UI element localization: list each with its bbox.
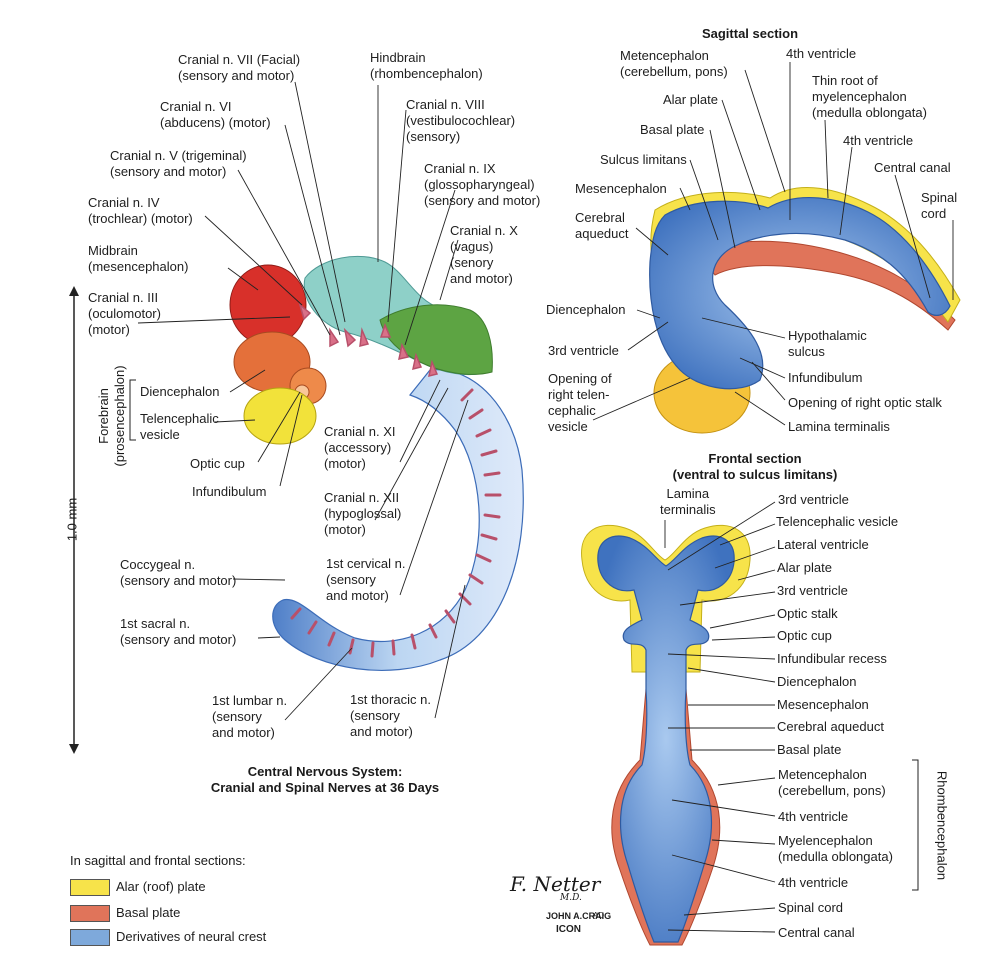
signature-ad: AD	[593, 911, 605, 920]
legend-swatch-basal	[70, 905, 110, 922]
sagittal-section-drawing	[649, 186, 961, 434]
label-fr-cerebral-aqueduct: Cerebral aqueduct	[777, 719, 884, 734]
label-fr-lateral-ventricle: Lateral ventricle	[777, 537, 869, 552]
label-fr-3rd-ventricle-b: 3rd ventricle	[777, 583, 848, 598]
label-fr-4th-ventricle-b: 4th ventricle	[778, 875, 849, 890]
leader-lines-sagittal	[592, 62, 954, 426]
label-sag-metencephalon: Metencephalon (cerebellum, pons)	[620, 48, 728, 79]
main-title: Central Nervous System: Cranial and Spin…	[210, 764, 440, 795]
label-forebrain: Forebrain (prosencephalon)	[96, 365, 127, 467]
rhombencephalon-bracket	[912, 759, 919, 891]
label-sag-thin-root: Thin root of myelencephalon (medulla obl…	[812, 73, 927, 120]
label-diencephalon: Diencephalon	[140, 384, 220, 399]
label-sag-mesencephalon: Mesencephalon	[575, 181, 667, 196]
label-optic-cup: Optic cup	[190, 456, 245, 471]
label-telencephalic-vesicle: Telencephalic vesicle	[140, 411, 219, 442]
frontal-neural-tube	[597, 535, 735, 943]
label-sag-infundibulum: Infundibulum	[788, 370, 863, 385]
label-cranial-n-ix: Cranial n. IX (glossopharyngeal) (sensor…	[424, 161, 541, 208]
legend-label-basal: Basal plate	[116, 905, 181, 920]
label-fr-mesencephalon: Mesencephalon	[777, 697, 869, 712]
nerve-bundles	[298, 302, 439, 378]
label-fr-alar-plate: Alar plate	[777, 560, 832, 575]
label-fr-metencephalon: Metencephalon (cerebellum, pons)	[778, 767, 886, 798]
label-hindbrain: Hindbrain (rhombencephalon)	[370, 50, 483, 81]
label-sag-lamina-terminalis: Lamina terminalis	[788, 419, 890, 434]
frontal-section-drawing	[581, 524, 919, 946]
label-fr-lamina-terminalis: Lamina terminalis	[660, 486, 716, 517]
label-cranial-n-viii: Cranial n. VIII (vestibulocochlear) (sen…	[406, 97, 516, 144]
signature-craig: JOHN A.CRAIG	[546, 911, 612, 921]
scale-arrow-bottom	[69, 744, 79, 754]
label-cranial-n-iv: Cranial n. IV (trochlear) (motor)	[88, 195, 193, 226]
label-sag-4th-ventricle-a: 4th ventricle	[786, 46, 857, 61]
label-midbrain: Midbrain (mesencephalon)	[88, 243, 189, 274]
label-sag-opening-optic-stalk: Opening of right optic stalk	[788, 395, 942, 410]
signature-netter: F. Netter	[510, 872, 601, 896]
label-sag-spinal-cord: Spinal cord	[921, 190, 958, 221]
spinal-nerve-row	[290, 388, 502, 658]
label-fr-3rd-ventricle-a: 3rd ventricle	[778, 492, 849, 507]
label-cranial-n-xi: Cranial n. XI (accessory) (motor)	[324, 424, 396, 471]
label-sag-basal-plate: Basal plate	[640, 122, 705, 137]
legend-title: In sagittal and frontal sections:	[70, 853, 246, 868]
label-fr-central-canal: Central canal	[778, 925, 855, 940]
legend-label-alar: Alar (roof) plate	[116, 879, 206, 894]
leader-lines-frontal	[664, 501, 776, 933]
spinal-cord-shape	[272, 369, 524, 672]
label-cranial-n-iii: Cranial n. III (oculomotor) (motor)	[88, 290, 161, 337]
label-sag-central-canal: Central canal	[874, 160, 951, 175]
label-fr-optic-stalk: Optic stalk	[777, 606, 838, 621]
label-cranial-n-v: Cranial n. V (trigeminal) (sensory and m…	[110, 148, 247, 179]
legend-swatch-neural-crest	[70, 929, 110, 946]
myelencephalon-shape	[379, 304, 493, 375]
leader-lines-embryo	[137, 81, 469, 721]
label-sag-4th-ventricle-b: 4th ventricle	[843, 133, 914, 148]
label-sag-3rd-ventricle: 3rd ventricle	[548, 343, 619, 358]
forebrain-bracket	[129, 379, 136, 441]
label-sag-hypothalamic-sulcus: Hypothalamic sulcus	[788, 328, 867, 359]
label-fr-rhombencephalon: Rhombencephalon	[934, 770, 950, 881]
label-fr-basal-plate: Basal plate	[777, 742, 842, 757]
label-1st-lumbar-n: 1st lumbar n. (sensory and motor)	[212, 693, 288, 740]
label-sag-diencephalon: Diencephalon	[546, 302, 626, 317]
label-fr-infundibular-recess: Infundibular recess	[777, 651, 887, 666]
label-scale: 1.0 mm	[64, 497, 80, 542]
embryo-cns-drawing	[69, 255, 524, 754]
label-cranial-n-xii: Cranial n. XII (hypoglossal) (motor)	[324, 490, 402, 537]
label-fr-spinal-cord: Spinal cord	[778, 900, 844, 915]
frontal-title: Frontal section (ventral to sulcus limit…	[672, 451, 838, 482]
legend-label-neural-crest: Derivatives of neural crest	[116, 929, 267, 944]
sagittal-title: Sagittal section	[701, 26, 799, 41]
label-sag-cerebral-aqueduct: Cerebral aqueduct	[575, 210, 629, 241]
label-1st-thoracic-n: 1st thoracic n. (sensory and motor)	[350, 692, 431, 739]
signature-md: M.D.	[560, 893, 582, 903]
label-sag-alar-plate: Alar plate	[663, 92, 718, 107]
label-cranial-n-x: Cranial n. X (vagus) (senory and motor)	[450, 223, 518, 286]
label-fr-myelencephalon: Myelencephalon (medulla oblongata)	[778, 833, 893, 864]
label-cranial-n-vi: Cranial n. VI (abducens) (motor)	[160, 99, 271, 130]
label-fr-telencephalic-vesicle: Telencephalic vesicle	[776, 514, 899, 529]
label-infundibulum: Infundibulum	[192, 484, 267, 499]
telencephalic-shape	[243, 387, 317, 445]
label-fr-diencephalon: Diencephalon	[777, 674, 857, 689]
label-fr-4th-ventricle-a: 4th ventricle	[778, 809, 849, 824]
sagittal-neural-tube	[649, 197, 951, 390]
label-sag-sulcus-limitans: Sulcus limitans	[600, 152, 687, 167]
label-1st-cervical-n: 1st cervical n. (sensory and motor)	[326, 556, 406, 603]
signature-icon-logo: ICON	[556, 924, 581, 935]
label-1st-sacral-n: 1st sacral n. (sensory and motor)	[120, 616, 237, 647]
label-coccygeal-n: Coccygeal n. (sensory and motor)	[120, 557, 237, 588]
label-cranial-n-vii: Cranial n. VII (Facial) (sensory and mot…	[178, 52, 301, 83]
scale-arrow-top	[69, 286, 79, 296]
label-sag-opening-telencephalic: Opening of right telen- cephalic vesicle	[548, 371, 612, 434]
sagittal-basal-plate	[699, 240, 956, 331]
legend-swatch-alar	[70, 879, 110, 896]
label-fr-optic-cup: Optic cup	[777, 628, 832, 643]
